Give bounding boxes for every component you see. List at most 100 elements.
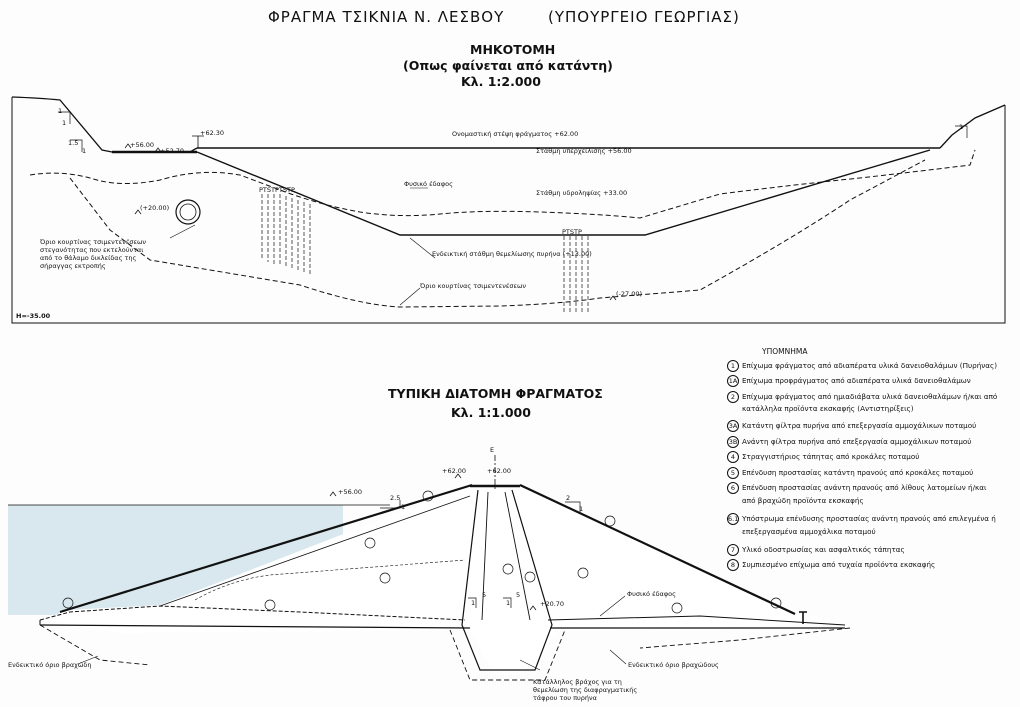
legend-number: 3Β xyxy=(727,436,739,448)
legend-text: κατάλληλα προϊόντα εκσκαφής (Αντιστηρίξε… xyxy=(742,404,914,413)
core-outline xyxy=(461,489,553,671)
rock-note-1: Κατάλληλος βράχος για τη xyxy=(533,678,622,686)
longitudinal-profile xyxy=(11,96,1006,324)
slope-label-5: 1 xyxy=(959,123,964,131)
el-20: (+20.00) xyxy=(140,204,170,212)
legend-text: Επένδυση προστασίας κατάντη πρανούς από … xyxy=(742,468,974,477)
legend-item: κατάλληλα προϊόντα εκσκαφής (Αντιστηρίξε… xyxy=(727,404,914,414)
tunnel-note-3: από το θάλαμο δικλείδας της xyxy=(40,254,137,262)
slope-dn-b: 1 xyxy=(579,505,584,513)
tunnel-note-4: σήραγγας εκτροπής xyxy=(40,262,106,270)
crest-elevation: +62.30 xyxy=(200,129,225,137)
legend-text: Επίχωμα προφράγματος από αδιαπέρατα υλικ… xyxy=(742,376,971,385)
rock-note-2: θεμελίωση της διαφραγματικής xyxy=(533,686,638,694)
core-slope-b: 1 xyxy=(471,599,476,607)
curtain-limit-label: Όριο κουρτίνας τσιμεντενέσεων xyxy=(420,282,527,290)
ministry-label: (ΥΠΟΥΡΓΕΙΟ ΓΕΩΡΓΙΑΣ) xyxy=(548,8,740,26)
core-slope-d: 1 xyxy=(506,599,511,607)
section-scale: Κλ. 1:1.000 xyxy=(451,405,531,420)
legend-number: 2 xyxy=(727,391,739,403)
legend-number: 7 xyxy=(727,544,739,556)
legend-text: Υπόστρωμα επένδυσης προστασίας ανάντη πρ… xyxy=(742,514,996,523)
slope-up-b: 1 xyxy=(401,503,406,511)
diversion-tunnel xyxy=(175,199,201,225)
legend-number: 6.1 xyxy=(727,513,739,525)
legend-number: 3Α xyxy=(727,420,739,432)
legend-number: 6 xyxy=(727,482,739,494)
ptstp-right: PTSTP xyxy=(562,228,582,236)
downstream-slope xyxy=(519,484,796,615)
core-foundation-label: Ενδεικτική στάθμη θεμελίωσης πυρήνα (+13… xyxy=(432,250,592,258)
nominal-crest-label: Ονομαστική στέψη φράγματος +62.00 xyxy=(452,130,579,138)
legend-text: Επίχωμα φράγματος από ημιαδιάβατα υλικά … xyxy=(742,392,998,401)
section-el-56: +56.00 xyxy=(338,488,363,496)
legend-number: 5 xyxy=(727,467,739,479)
drain-left-label: Ενδεικτικό όριο βραχώδη xyxy=(8,661,92,669)
intake-label: Στάθμη υδροληψίας +33.00 xyxy=(536,189,628,197)
upstream-slope xyxy=(59,483,473,614)
legend-number: 4 xyxy=(727,451,739,463)
drain-right-label: Ενδεικτικό όριο βραχώδους xyxy=(628,661,719,669)
legend-item: από βραχώδη προϊόντα εκσκαφής xyxy=(727,496,864,506)
legend-item: επεξεργασμένα αμμοχάλικα ποταμού xyxy=(727,527,876,537)
core-foundation-line xyxy=(196,149,931,236)
typical-cross-section xyxy=(8,455,851,681)
profile-subtitle: (Οπως φαίνεται από κατάντη) xyxy=(403,58,613,73)
grout-curtain-line xyxy=(69,159,926,308)
slope-label-4: 1 xyxy=(82,147,87,155)
slope-label-3: 1.5 xyxy=(68,139,79,147)
slope-label-2: 1 xyxy=(62,119,67,127)
tunnel-note-2: στεγανότητας που εκτελούνται xyxy=(40,246,144,254)
section-el-6200: +62.00 xyxy=(487,467,512,475)
legend-text: Ανάντη φίλτρα πυρήνα από επεξεργασία αμμ… xyxy=(742,437,972,446)
slope-label-1: 1 xyxy=(58,107,63,115)
legend-text: από βραχώδη προϊόντα εκσκαφής xyxy=(742,496,864,505)
axis-label: E xyxy=(490,446,495,454)
tunnel-note-1: Όριο κουρτίνας τσιμεντενέσεων xyxy=(40,238,147,246)
ptstp-left: PTSTPTSTP xyxy=(259,186,295,194)
drawing-title: ΦΡΑΓΜΑ ΤΣΙΚΝΙΑ Ν. ΛΕΣΒΟΥ xyxy=(268,8,505,26)
rock-note-3: τάφρου του πυρήνα xyxy=(533,694,597,702)
legend-number: 1 xyxy=(727,360,739,372)
grout-hatch-right xyxy=(563,236,589,312)
legend-text: Κατάντη φίλτρα πυρήνα από επεξεργασία αμ… xyxy=(742,421,977,430)
core-slope-a: 5 xyxy=(482,591,487,599)
slope-up-a: 2.5 xyxy=(390,494,401,502)
legend-text: Επίχωμα φράγματος από αδιαπέρατα υλικά δ… xyxy=(742,361,998,370)
el-56: +56.00 xyxy=(130,141,155,149)
overflow-label: Στάθμη υπερχείλισης +56.00 xyxy=(536,147,632,155)
section-title: ΤΥΠΙΚΗ ΔΙΑΤΟΜΗ ΦΡΑΓΜΑΤΟΣ xyxy=(388,386,603,401)
section-natural-ground: Φυσικό έδαφος xyxy=(627,590,676,598)
legend-text: Υλικό οδοστρωσίας και ασφαλτικός τάπητας xyxy=(742,545,905,554)
section-el-62: +62.00 xyxy=(442,467,467,475)
el-5270: +52.70 xyxy=(160,147,185,155)
section-el-2070: +20.70 xyxy=(540,600,565,608)
legend-number: 1Α xyxy=(727,375,739,387)
profile-title: ΜΗΚΟΤΟΜΗ xyxy=(470,42,556,57)
natural-ground-label: Φυσικό έδαφος xyxy=(404,180,453,188)
slope-dn-a: 2 xyxy=(566,494,571,502)
datum-label: H=-35.00 xyxy=(16,312,51,320)
legend-text: Συμπιεσμένο επίχωμα από τυχαία προϊόντα … xyxy=(742,560,936,569)
natural-ground-line xyxy=(29,149,976,219)
el-minus27: (-27.00) xyxy=(616,290,643,298)
legend-number: 8 xyxy=(727,559,739,571)
legend-text: Επένδυση προστασίας ανάντη πρανούς από λ… xyxy=(742,483,987,492)
legend-text: Στραγγιστήριος τάπητας από κροκάλες ποτα… xyxy=(742,452,920,461)
legend-text: επεξεργασμένα αμμοχάλικα ποταμού xyxy=(742,527,876,536)
profile-frame xyxy=(11,97,1006,324)
grout-hatch-left xyxy=(261,194,311,276)
core-slope-c: 5 xyxy=(516,591,521,599)
